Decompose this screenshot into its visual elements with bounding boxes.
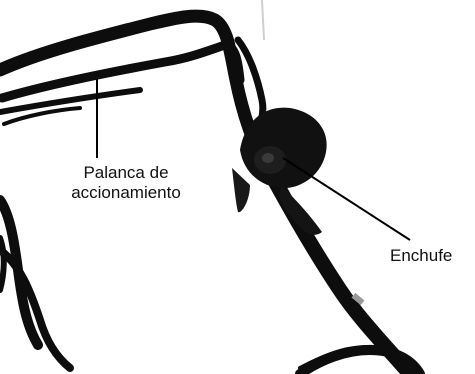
operating-lever-label-line2: accionamiento — [52, 183, 200, 203]
operating-lever-label: Palanca de accionamiento — [52, 163, 200, 203]
operating-lever-label-line1: Palanca de — [52, 163, 200, 183]
plug-label: Enchufe — [390, 246, 452, 266]
